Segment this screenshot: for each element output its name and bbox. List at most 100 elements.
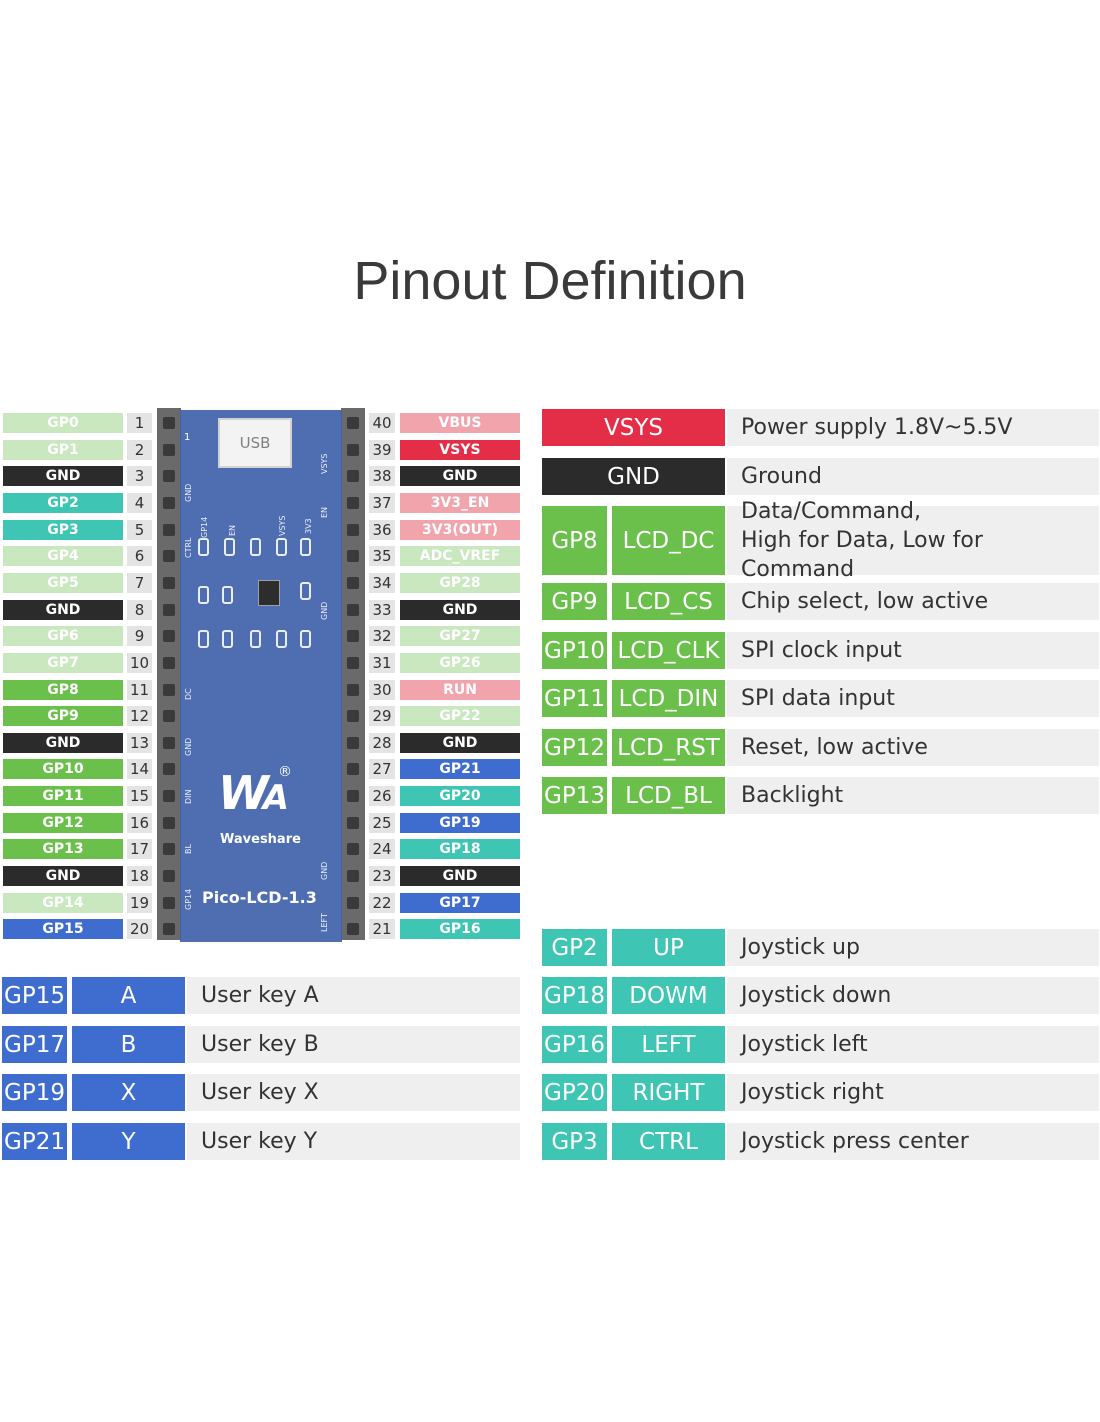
gpio-cell: GP13 <box>542 777 607 814</box>
usb-port: USB <box>218 418 292 468</box>
pin-label-right: GND <box>400 866 520 887</box>
silk-gnd-right-2: GND <box>320 861 329 880</box>
header-pin-hole <box>163 470 175 483</box>
pin-label-left: GP9 <box>3 706 123 727</box>
header-pin-hole <box>347 470 359 483</box>
gpio-cell: GP12 <box>542 729 607 766</box>
header-pin-hole <box>163 576 175 589</box>
header-pin-hole <box>163 683 175 696</box>
pin-label-right: GP19 <box>400 812 520 833</box>
function-cell: Y <box>72 1123 185 1160</box>
header-pin-hole <box>347 710 359 723</box>
pin-label-left: GP11 <box>3 786 123 807</box>
function-cell: LCD_DIN <box>612 680 725 717</box>
smd-pad <box>198 630 209 648</box>
pin-number-left: 10 <box>127 652 152 673</box>
function-description: Backlight <box>727 777 1099 814</box>
pin-label-right: GND <box>400 466 520 487</box>
silk-vsys: VSYS <box>278 515 287 536</box>
pin-label-right: GP26 <box>400 652 520 673</box>
gpio-cell: GP11 <box>542 680 607 717</box>
pin-number-right: 31 <box>369 652 395 673</box>
pin-label-left: GP1 <box>3 439 123 460</box>
brand-name: Waveshare <box>220 832 301 847</box>
pin-number-right: 26 <box>369 786 395 807</box>
gpio-cell: GP2 <box>542 929 607 966</box>
header-pin-hole <box>347 923 359 936</box>
gpio-cell: GP9 <box>542 583 607 620</box>
smd-pad <box>276 630 287 648</box>
pin-number-left: 7 <box>127 572 152 593</box>
pico-lcd-board: USB 1 GND CTRL GP14 DC GND DIN BL GP14 E… <box>180 410 342 942</box>
pin-number-left: 8 <box>127 599 152 620</box>
header-pin-hole <box>163 443 175 456</box>
function-cell: DOWM <box>612 977 725 1014</box>
pin-number-right: 28 <box>369 732 395 753</box>
pin-number-right: 25 <box>369 812 395 833</box>
function-cell: RIGHT <box>612 1074 725 1111</box>
pin-number-left: 9 <box>127 626 152 647</box>
header-pin-hole <box>163 550 175 563</box>
pin-label-right: GP20 <box>400 786 520 807</box>
pin-number-right: 35 <box>369 546 395 567</box>
pin-number-right: 30 <box>369 679 395 700</box>
right-pin-header <box>341 408 365 940</box>
pin-label-left: GP2 <box>3 492 123 513</box>
gpio-cell: GP20 <box>542 1074 607 1111</box>
smd-pad <box>300 630 311 648</box>
pin-label-right: GP16 <box>400 919 520 940</box>
header-pin-hole <box>163 417 175 429</box>
function-cell: UP <box>612 929 725 966</box>
pin-number-left: 3 <box>127 466 152 487</box>
pin-number-left: 5 <box>127 519 152 540</box>
header-pin-hole <box>163 790 175 803</box>
header-pin-hole <box>163 603 175 616</box>
pin-label-left: GND <box>3 866 123 887</box>
function-description: Joystick up <box>727 929 1099 966</box>
silk-3v3: 3V3 <box>304 518 313 534</box>
page-title: Pinout Definition <box>353 251 747 311</box>
pin-label-right: GP27 <box>400 626 520 647</box>
gpio-cell: GP21 <box>2 1123 67 1160</box>
silk-ctrl: CTRL <box>184 537 193 559</box>
silk-bl: BL <box>184 844 193 854</box>
pin-number-right: 27 <box>369 759 395 780</box>
header-pin-hole <box>163 763 175 776</box>
header-pin-hole <box>347 790 359 803</box>
silk-gp14-top: GP14 <box>200 516 209 538</box>
header-pin-hole <box>163 496 175 509</box>
silk-din: DIN <box>184 789 193 804</box>
function-cell: LCD_DC <box>612 506 725 575</box>
pin-label-right: VBUS <box>400 413 520 433</box>
header-pin-hole <box>163 816 175 829</box>
gpio-cell: GP8 <box>542 506 607 575</box>
silk-gnd-right-1: GND <box>320 601 329 620</box>
function-cell: LCD_BL <box>612 777 725 814</box>
pin-number-left: 20 <box>127 919 152 940</box>
gpio-cell: GP15 <box>2 977 67 1014</box>
function-description: Joystick press center <box>727 1123 1099 1160</box>
pin-number-left: 12 <box>127 706 152 727</box>
header-pin-hole <box>163 870 175 883</box>
header-pin-hole <box>347 576 359 589</box>
pin-label-left: GP3 <box>3 519 123 540</box>
pin-number-left: 19 <box>127 892 152 913</box>
function-description: User key Y <box>187 1123 520 1160</box>
pin-number-left: 4 <box>127 492 152 513</box>
gpio-cell: GND <box>542 458 725 495</box>
ic-chip <box>258 580 280 606</box>
pin-label-left: GP5 <box>3 572 123 593</box>
pin-label-left: GND <box>3 599 123 620</box>
header-pin-hole <box>347 417 359 429</box>
pin-label-right: GND <box>400 732 520 753</box>
function-description: Ground <box>727 458 1099 495</box>
function-description: Data/Command, High for Data, Low for Com… <box>727 499 1099 582</box>
silk-left: LEFT <box>320 913 329 932</box>
smd-pad <box>222 586 233 604</box>
pin-number-right: 21 <box>369 919 395 940</box>
pin-label-left: GP4 <box>3 546 123 567</box>
pin-number-left: 14 <box>127 759 152 780</box>
function-description: Joystick left <box>727 1026 1099 1063</box>
silk-en: EN <box>228 524 237 536</box>
function-description: SPI clock input <box>727 632 1099 669</box>
